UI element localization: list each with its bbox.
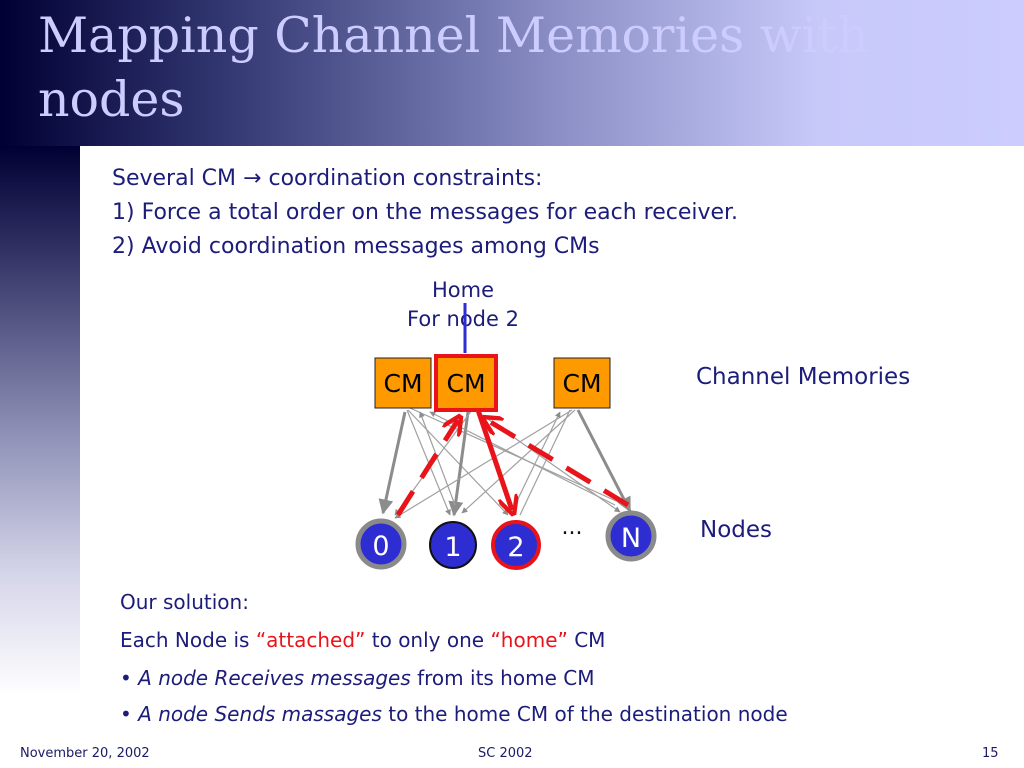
solution-bullet-1: • A node Receives messages from its home… bbox=[120, 666, 594, 690]
nodes-label: Nodes bbox=[700, 517, 773, 543]
solution-bullet-1-rest: from its home CM bbox=[410, 666, 595, 690]
solution-bullet-2: • A node Sends massages to the home CM o… bbox=[120, 702, 788, 726]
nodeN-to-home-cm-dashed-arrow bbox=[487, 420, 630, 508]
slide-title-line-1: Mapping Channel Memories with bbox=[38, 7, 869, 64]
intro-line-3: 2) Avoid coordination messages among CMs bbox=[112, 234, 600, 259]
node-2 bbox=[491, 520, 541, 570]
bullet-icon: • bbox=[120, 702, 132, 726]
footer-page-number: 15 bbox=[982, 746, 999, 761]
node-n bbox=[605, 510, 657, 562]
cm0-to-node0-arrow bbox=[378, 411, 407, 515]
solution-line-1-part-2: to only one bbox=[365, 628, 491, 652]
intro-line-1: Several CM → coordination constraints: bbox=[112, 162, 738, 196]
title-bar bbox=[0, 0, 1024, 146]
home-label-line-1: Home bbox=[431, 278, 494, 302]
cm-box-n bbox=[553, 357, 611, 409]
cm-label-home: CM bbox=[446, 369, 485, 398]
solution-line-1-part-1: Each Node is bbox=[120, 628, 256, 652]
node-label-2: 2 bbox=[507, 532, 524, 563]
home-label-line-2: For node 2 bbox=[407, 307, 519, 331]
solution-bullet-1-italic: A node Receives messages bbox=[138, 666, 411, 690]
connection-line bbox=[461, 409, 576, 514]
home-highlight: “home” bbox=[490, 628, 568, 652]
node-1 bbox=[429, 521, 477, 569]
connection-line bbox=[519, 409, 571, 516]
node-0 bbox=[355, 518, 407, 570]
node-label-n: N bbox=[621, 523, 641, 554]
connection-line bbox=[394, 409, 573, 519]
node-label-0: 0 bbox=[372, 531, 389, 562]
home-label: Home For node 2 bbox=[393, 276, 533, 334]
side-bar bbox=[0, 146, 80, 744]
solution-bullet-2-italic: A node Sends massages bbox=[138, 702, 382, 726]
intro-text: Several CM → coordination constraints: 1… bbox=[112, 162, 738, 264]
footer-conference: SC 2002 bbox=[478, 746, 533, 761]
node-label-1: 1 bbox=[444, 532, 461, 563]
cm1-to-node1-arrow bbox=[448, 411, 470, 517]
slide-title-line-2: nodes bbox=[38, 71, 185, 128]
connection-line bbox=[407, 409, 509, 516]
cmN-to-nodeN-arrow bbox=[576, 409, 632, 513]
attached-highlight: “attached” bbox=[255, 628, 366, 652]
right-arrow-icon: → bbox=[243, 166, 262, 191]
cm-box-0 bbox=[374, 357, 432, 409]
cm-label-0: CM bbox=[383, 369, 422, 398]
bullet-icon: • bbox=[120, 666, 132, 690]
slide-title: Mapping Channel Memories with nodes bbox=[38, 4, 998, 132]
intro-line-2: 1) Force a total order on the messages f… bbox=[112, 200, 739, 225]
connection-line bbox=[419, 411, 456, 506]
ellipsis: ... bbox=[562, 515, 583, 540]
channel-memories-label: Channel Memories bbox=[696, 364, 911, 390]
footer-date: November 20, 2002 bbox=[20, 746, 150, 761]
cm-box-home bbox=[434, 354, 498, 412]
intro-line-1-start: Several CM bbox=[112, 166, 237, 191]
home-cm-to-node2-arrow bbox=[475, 409, 512, 510]
connection-line bbox=[514, 411, 561, 506]
solution-line-1: Each Node is “attached” to only one “hom… bbox=[120, 628, 605, 652]
solution-bullet-2-rest: to the home CM of the destination node bbox=[381, 702, 788, 726]
solution-heading: Our solution: bbox=[120, 590, 249, 614]
intro-line-1-end: coordination constraints: bbox=[268, 166, 543, 191]
solution-line-1-part-3: CM bbox=[567, 628, 606, 652]
cm-label-n: CM bbox=[562, 369, 601, 398]
node0-to-home-cm-dashed-arrow bbox=[395, 420, 458, 517]
